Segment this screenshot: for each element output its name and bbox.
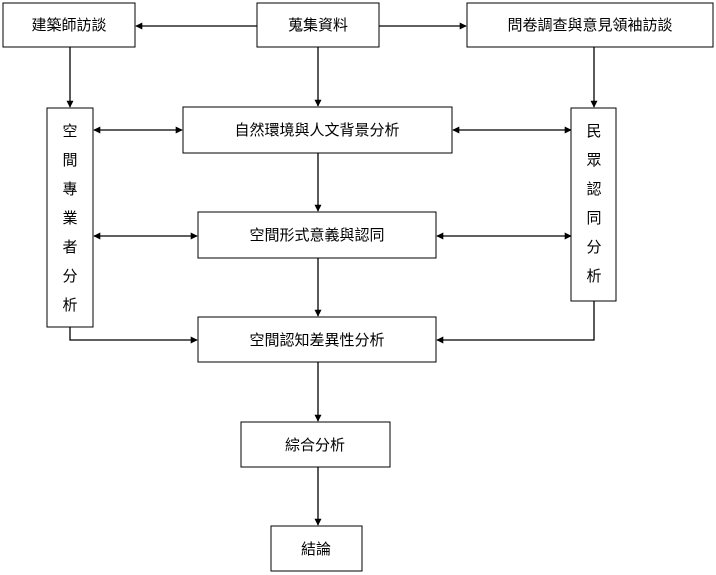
node-environment-analysis: 自然環境與人文背景分析 <box>182 106 453 154</box>
vtext-public-char: 民 <box>586 122 601 140</box>
node-expert-analysis: 空間專業者分析 <box>46 107 94 328</box>
vtext-expert-char: 業 <box>62 209 77 227</box>
node-form-meaning-label: 空間形式意義與認同 <box>249 226 384 244</box>
node-architect-interview: 建築師訪談 <box>2 2 136 48</box>
vtext-expert-char: 空 <box>62 122 77 140</box>
node-conclusion-label: 結論 <box>301 540 331 558</box>
vtext-public-char: 析 <box>586 267 601 285</box>
vtext-public-char: 同 <box>586 209 601 227</box>
vtext-expert-char: 分 <box>62 267 77 285</box>
node-synthesis-label: 綜合分析 <box>285 436 345 454</box>
connectors <box>66 22 598 526</box>
node-survey-interview: 問卷調查與意見領袖訪談 <box>466 2 714 48</box>
vtext-public-char: 眾 <box>586 151 601 169</box>
node-survey-interview-label: 問卷調查與意見領袖訪談 <box>507 16 672 34</box>
node-collect-data-label: 蒐集資料 <box>288 16 348 34</box>
node-public-identity-label: 民眾認同分析 <box>586 122 601 285</box>
vtext-expert-char: 析 <box>62 296 77 314</box>
node-architect-interview-label: 建築師訪談 <box>31 16 106 34</box>
node-collect-data: 蒐集資料 <box>256 2 380 48</box>
edge-expert-to-cognition <box>69 327 198 344</box>
vtext-public-char: 分 <box>586 238 601 256</box>
vtext-expert-char: 間 <box>62 151 77 169</box>
node-expert-analysis-label: 空間專業者分析 <box>62 122 77 314</box>
node-cognition-difference-label: 空間認知差異性分析 <box>249 331 384 349</box>
vtext-expert-char: 者 <box>62 238 77 256</box>
node-public-identity: 民眾認同分析 <box>570 107 617 302</box>
node-form-meaning: 空間形式意義與認同 <box>197 211 437 259</box>
vtext-public-char: 認 <box>586 180 601 198</box>
node-cognition-difference: 空間認知差異性分析 <box>197 316 437 363</box>
vtext-expert-char: 專 <box>62 180 77 198</box>
node-conclusion: 結論 <box>270 525 363 572</box>
node-synthesis: 綜合分析 <box>240 421 391 468</box>
edge-public-to-cognition <box>436 301 595 344</box>
node-environment-analysis-label: 自然環境與人文背景分析 <box>234 121 399 139</box>
